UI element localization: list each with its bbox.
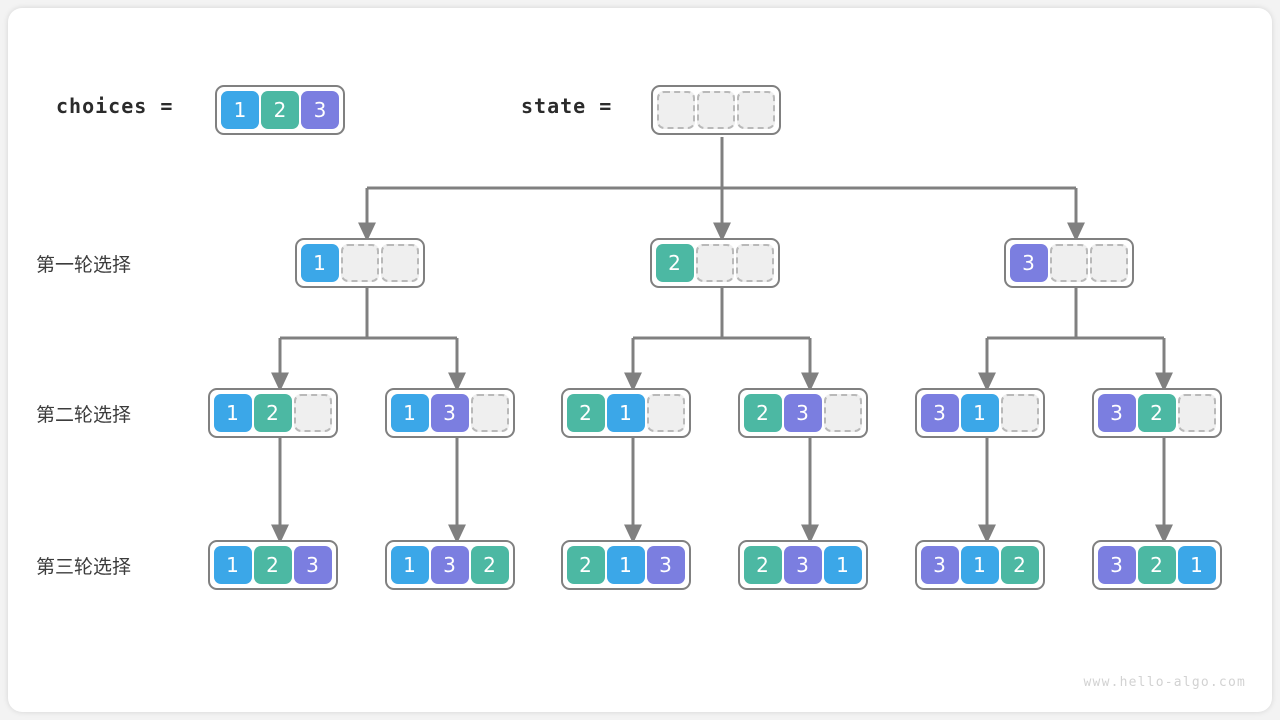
r1n1-cell-2: [380, 244, 419, 282]
r1n1-cell-1: [340, 244, 379, 282]
state-cell-0: [657, 91, 695, 129]
r2n4-cell-0: 2: [743, 394, 782, 432]
diagram-card: [8, 8, 1272, 712]
choices-cell-2: 3: [301, 91, 339, 129]
r2n3-cell-0: 2: [566, 394, 605, 432]
r2n1-cell-0: 1: [213, 394, 252, 432]
r2n2-cell-1: 3: [430, 394, 469, 432]
r3n2-cell-2: 2: [470, 546, 509, 584]
r2n5-cell-1: 1: [960, 394, 999, 432]
r3n5-cell-2: 2: [1000, 546, 1039, 584]
r3n4-cell-0: 2: [743, 546, 782, 584]
r3n5-cell-1: 1: [960, 546, 999, 584]
r3n1-cell-0: 1: [213, 546, 252, 584]
choices-cell-1: 2: [261, 91, 299, 129]
r3n4-cell-1: 3: [783, 546, 822, 584]
r1n3-cell-0: 3: [1009, 244, 1048, 282]
watermark: www.hello-algo.com: [1083, 675, 1246, 690]
r3n2-cell-0: 1: [390, 546, 429, 584]
r3n1-cell-1: 2: [253, 546, 292, 584]
r1n1-cell-0: 1: [300, 244, 339, 282]
state-node-r1-3: 3: [1003, 238, 1134, 288]
r3n6-cell-2: 1: [1177, 546, 1216, 584]
r2n5-cell-2: [1000, 394, 1039, 432]
r2n1-cell-1: 2: [253, 394, 292, 432]
r2n4-cell-1: 3: [783, 394, 822, 432]
r3n3-cell-2: 3: [646, 546, 685, 584]
r2n4-cell-2: [823, 394, 862, 432]
r2n6-cell-1: 2: [1137, 394, 1176, 432]
state-node-r1-1: 1: [294, 238, 425, 288]
row-label-round-1: 第一轮选择: [36, 254, 132, 276]
r1n2-cell-2: [735, 244, 774, 282]
r3n5-cell-0: 3: [920, 546, 959, 584]
choices-cell-0: 1: [221, 91, 259, 129]
r2n2-cell-2: [470, 394, 509, 432]
r1n2-cell-0: 2: [655, 244, 694, 282]
r2n1-cell-2: [293, 394, 332, 432]
state-cell-2: [737, 91, 775, 129]
r3n3-cell-0: 2: [566, 546, 605, 584]
r2n5-cell-0: 3: [920, 394, 959, 432]
state-node-r1-2: 2: [649, 238, 780, 288]
r3n2-cell-1: 3: [430, 546, 469, 584]
state-array: [651, 85, 781, 135]
r3n1-cell-2: 3: [293, 546, 332, 584]
r1n3-cell-1: [1049, 244, 1088, 282]
r1n2-cell-1: [695, 244, 734, 282]
r3n4-cell-2: 1: [823, 546, 862, 584]
row-label-round-2: 第二轮选择: [36, 404, 132, 426]
r1n3-cell-2: [1089, 244, 1128, 282]
r3n6-cell-0: 3: [1097, 546, 1136, 584]
r2n3-cell-2: [646, 394, 685, 432]
r2n6-cell-2: [1177, 394, 1216, 432]
choices-label: choices =: [56, 94, 174, 118]
r3n3-cell-1: 1: [606, 546, 645, 584]
row-label-round-3: 第三轮选择: [36, 556, 132, 578]
r2n3-cell-1: 1: [606, 394, 645, 432]
state-cell-1: [697, 91, 735, 129]
r2n6-cell-0: 3: [1097, 394, 1136, 432]
r2n2-cell-0: 1: [390, 394, 429, 432]
r3n6-cell-1: 2: [1137, 546, 1176, 584]
state-label: state =: [521, 94, 613, 118]
